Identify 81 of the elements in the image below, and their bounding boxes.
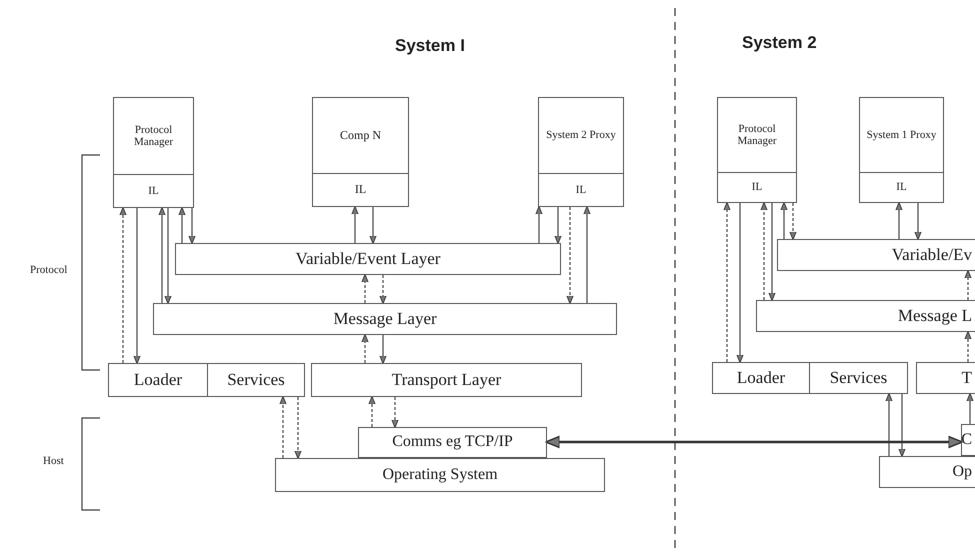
arrow: [768, 202, 776, 302]
arrow: [379, 334, 387, 364]
section-title: System 2: [742, 33, 817, 53]
component-name: Variable/Event Layer: [294, 248, 442, 270]
component-box: [859, 97, 944, 203]
arrow: [369, 206, 377, 244]
component-box: [717, 97, 797, 203]
interface-label: IL: [718, 172, 796, 202]
arrow: [279, 396, 287, 458]
arrow: [789, 202, 797, 240]
layer-box: [756, 300, 975, 332]
component-name: System 1 Proxy: [866, 128, 938, 143]
layer-box: [153, 303, 617, 335]
layer-box: [275, 458, 605, 492]
arrow: [361, 334, 369, 364]
component-box: [312, 97, 409, 207]
arrow: [583, 206, 591, 304]
layer-box: [175, 243, 561, 275]
arrow: [158, 206, 166, 304]
arrow: [391, 396, 399, 428]
arrow: [294, 396, 302, 460]
arrow: [164, 208, 172, 304]
arrow: [133, 208, 141, 364]
component-name: Transport Layer: [390, 369, 502, 392]
layer-box: [916, 362, 975, 394]
arrow: [895, 202, 903, 240]
interface-label: IL: [114, 174, 193, 207]
interface-label: IL: [539, 173, 623, 206]
arrow: [566, 206, 574, 304]
group-label: Protocol: [30, 264, 68, 276]
arrow: [964, 330, 972, 362]
component-name: Variable/Ev: [890, 244, 973, 266]
arrow: [178, 206, 186, 244]
arrow: [361, 274, 369, 304]
layer-box: [879, 456, 975, 488]
arrow: [760, 202, 768, 300]
component-name: Loader: [132, 369, 184, 392]
component-name: T: [960, 367, 973, 390]
component-box: [538, 97, 624, 207]
layer-box: [108, 363, 208, 397]
component-name: Protocol Manager: [132, 122, 174, 150]
component-name: Message Layer: [332, 308, 438, 330]
arrow: [914, 202, 922, 240]
component-name: Services: [828, 367, 888, 390]
component-name: Comms eg TCP/IP: [391, 432, 514, 452]
component-box: [113, 97, 194, 208]
arrow: [966, 392, 974, 424]
layer-box: [207, 363, 305, 397]
layer-box: [777, 239, 975, 271]
arrow: [554, 206, 562, 244]
interface-label: IL: [313, 173, 408, 206]
layer-box: [809, 362, 908, 394]
interface-label: IL: [860, 172, 943, 202]
arrow: [544, 436, 964, 448]
component-name: Operating System: [381, 464, 499, 485]
arrow: [964, 270, 972, 300]
arrow: [119, 206, 127, 364]
component-name: Message L: [896, 305, 973, 328]
section-title: System I: [395, 36, 465, 56]
component-name: Comp N: [338, 126, 382, 144]
arrow: [188, 208, 196, 244]
arrow: [723, 202, 731, 362]
component-name: C: [962, 430, 973, 450]
arrow: [780, 202, 788, 240]
arrow: [368, 396, 376, 428]
arrow: [898, 394, 906, 458]
arrow: [736, 202, 744, 364]
layer-box: [311, 363, 582, 397]
arrow: [379, 274, 387, 304]
component-name: Op: [951, 462, 973, 482]
arrow: [535, 206, 543, 244]
component-name: Loader: [736, 367, 786, 390]
component-name: Protocol Manager: [736, 122, 778, 150]
layer-box: [712, 362, 810, 394]
arrow: [351, 206, 359, 244]
component-name: System 2 Proxy: [545, 128, 617, 144]
component-name: Services: [226, 369, 286, 392]
arrow: [885, 392, 893, 456]
group-label: Host: [43, 455, 64, 467]
layer-box: [961, 424, 975, 456]
layer-box: [358, 427, 547, 458]
